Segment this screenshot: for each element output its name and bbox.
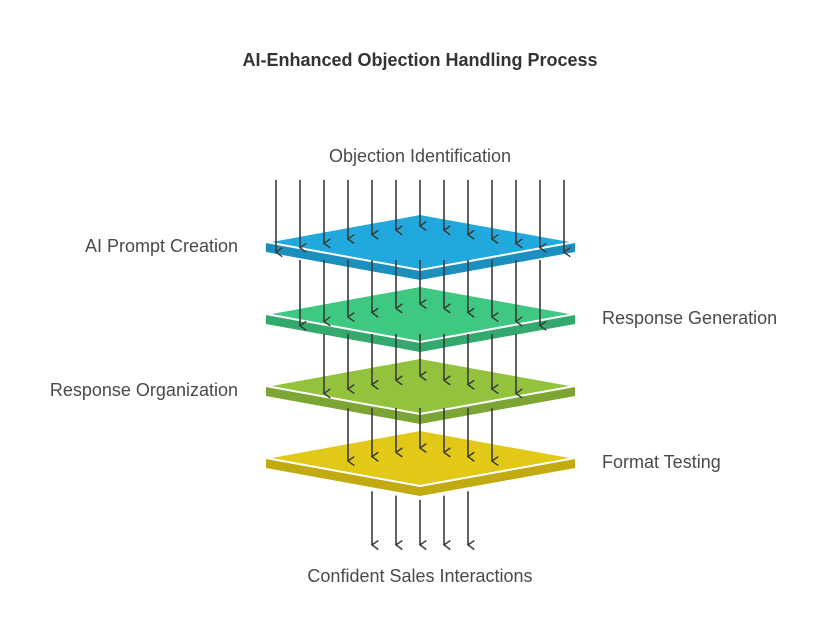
- diagram-title: AI-Enhanced Objection Handling Process: [242, 50, 597, 70]
- layer-top: [265, 212, 576, 272]
- layer-response-generation: [265, 284, 576, 352]
- layer-label-response-generation: Response Generation: [602, 308, 777, 328]
- layer-top: [265, 356, 576, 416]
- layer-top: [265, 284, 576, 344]
- layer-format-testing: [265, 428, 576, 496]
- layer-response-organization: [265, 356, 576, 424]
- input-label: Objection Identification: [329, 146, 511, 166]
- layer-label-ai-prompt-creation: AI Prompt Creation: [85, 236, 238, 256]
- layer-ai-prompt-creation: [265, 212, 576, 280]
- output-label: Confident Sales Interactions: [307, 566, 532, 586]
- layer-label-response-organization: Response Organization: [50, 380, 238, 400]
- layer-label-format-testing: Format Testing: [602, 452, 721, 472]
- layer-top: [265, 428, 576, 488]
- flow-arrows: [276, 180, 564, 545]
